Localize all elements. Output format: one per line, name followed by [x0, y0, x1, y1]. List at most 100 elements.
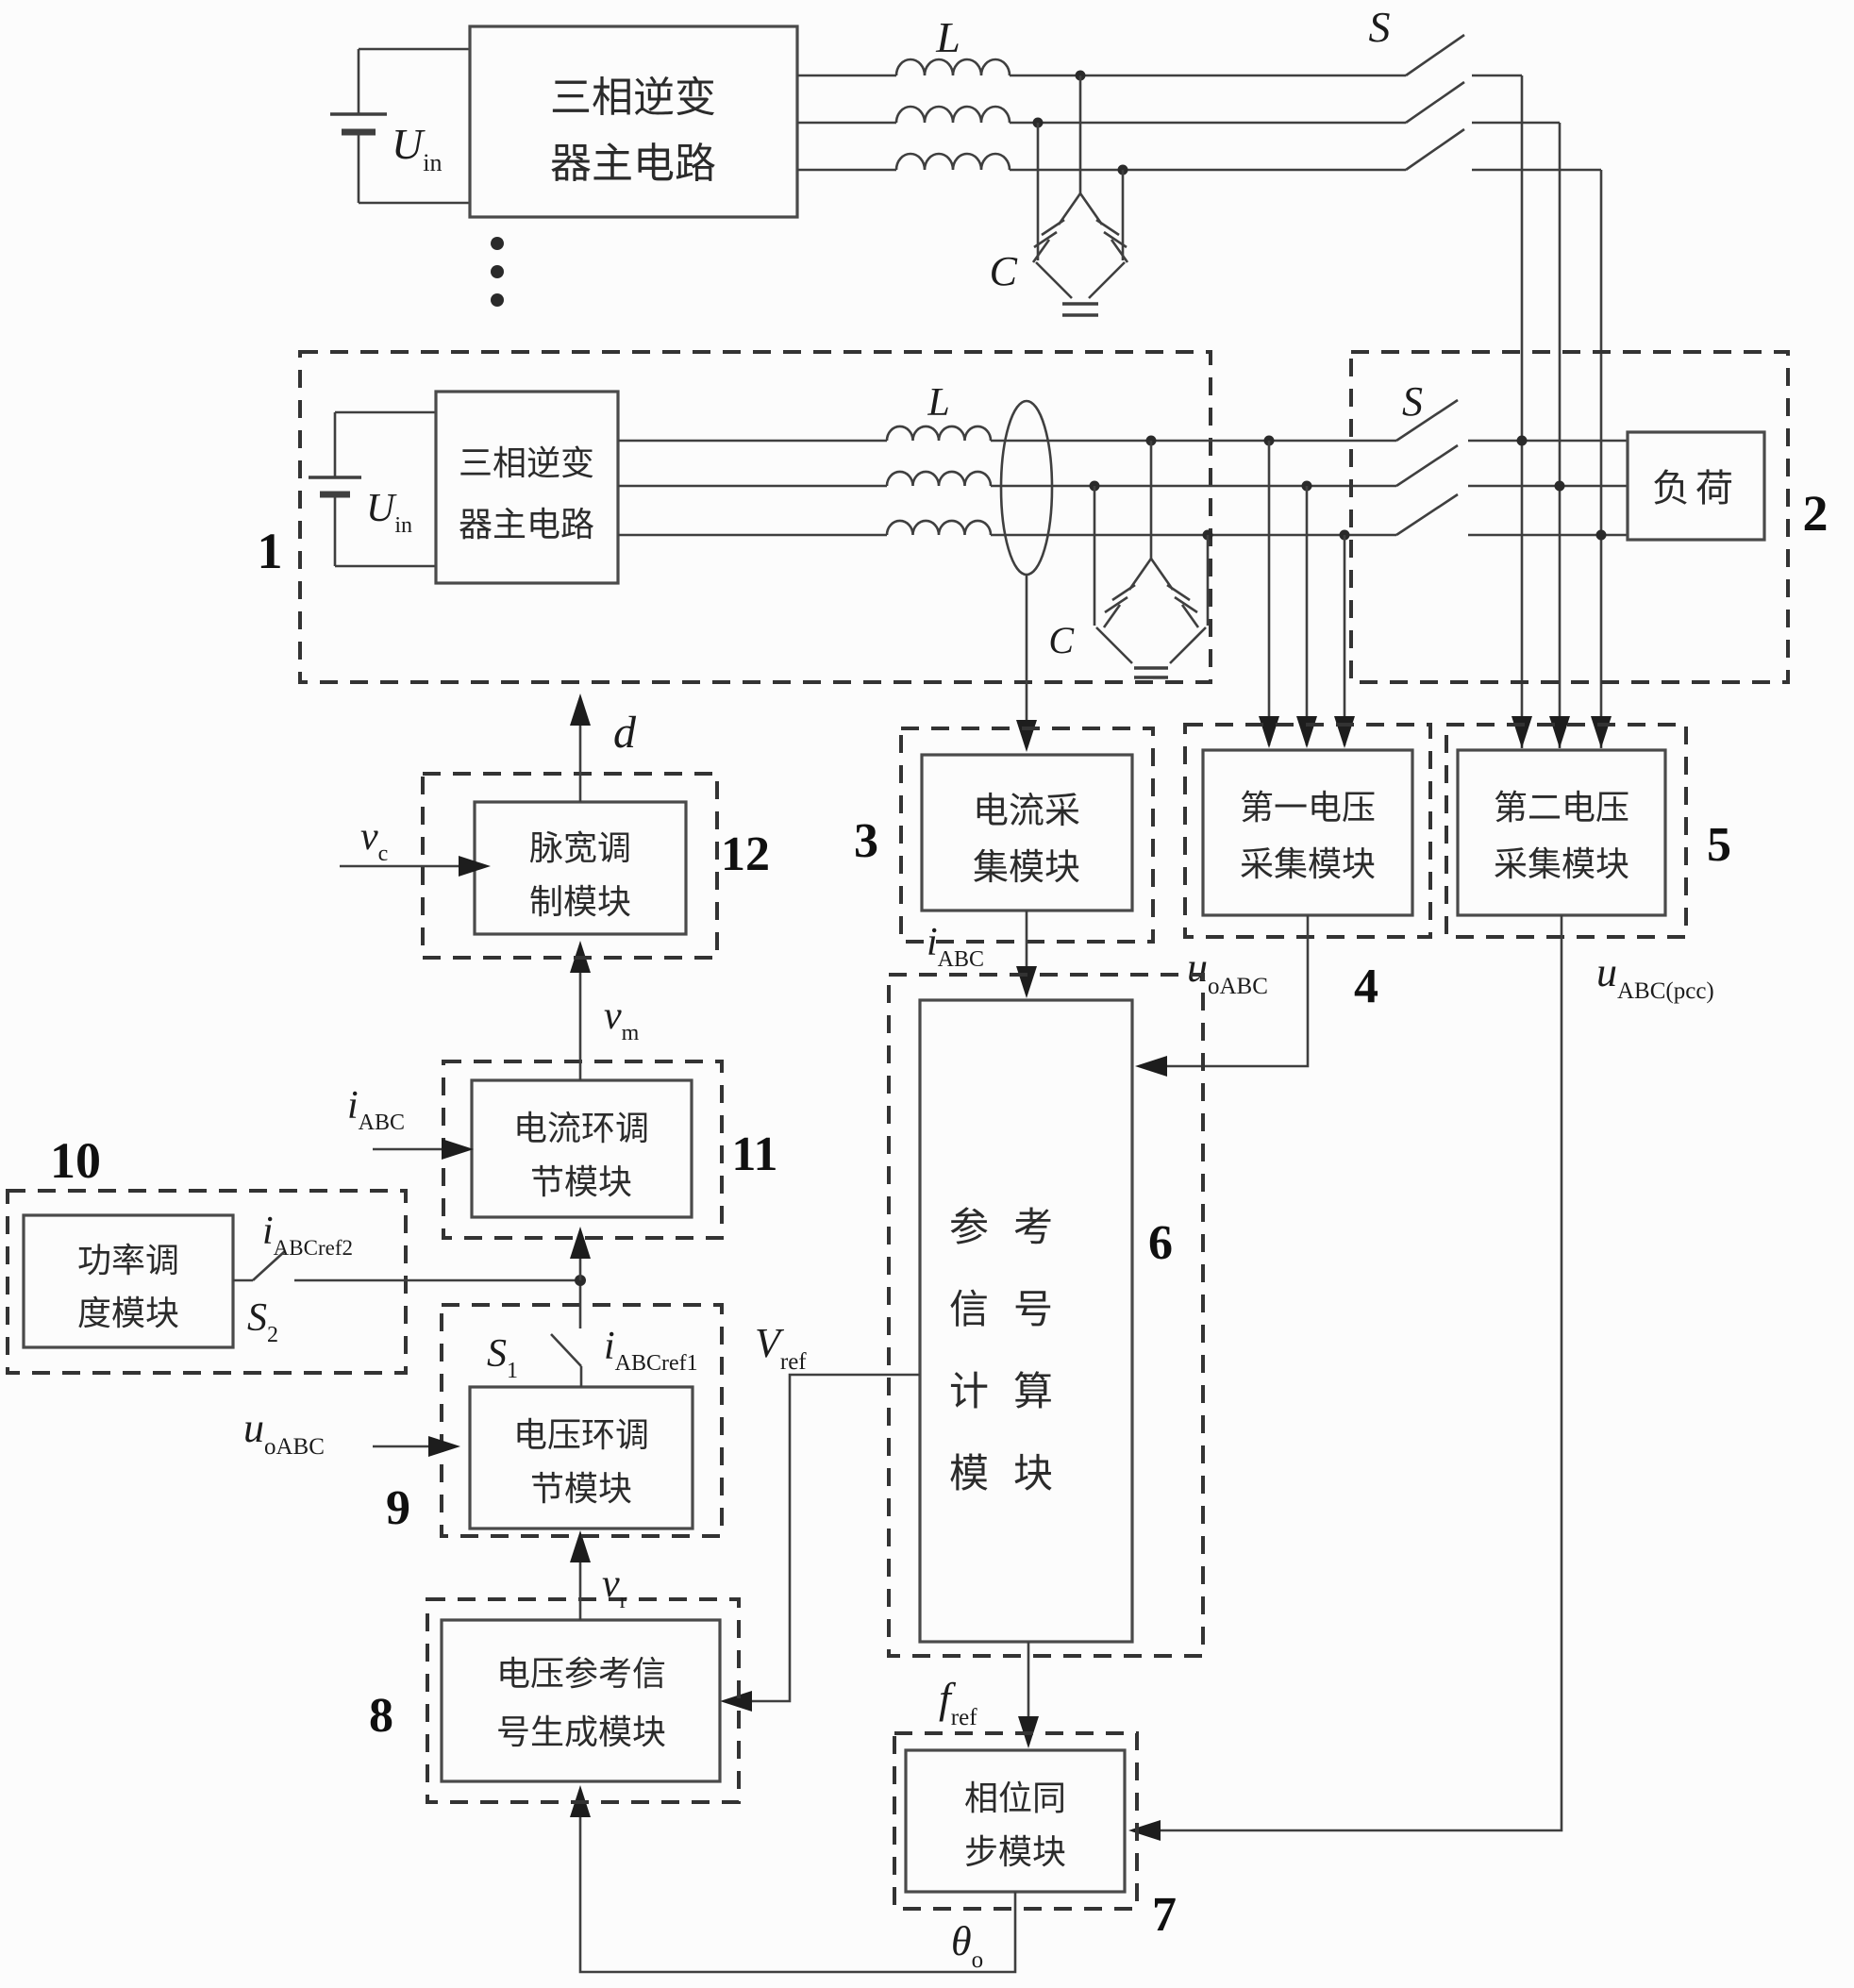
m7-line2: 步模块: [964, 1833, 1066, 1871]
vr-label: vr: [602, 1562, 627, 1613]
m7-number: 7: [1152, 1888, 1177, 1942]
pcc-dot-c: [1596, 530, 1607, 541]
cap-plates-right: [1167, 585, 1197, 612]
m6-line1: 参考: [949, 1206, 1077, 1250]
arrowhead: [1549, 716, 1570, 748]
m5-number: 5: [1707, 818, 1731, 872]
current-sensor-ellipse: [1001, 401, 1052, 575]
s-top-label: S: [1369, 3, 1391, 51]
cap-legs: [1033, 193, 1127, 262]
ellipsis-dot: [491, 265, 504, 278]
cap-vee: [1036, 262, 1125, 298]
inverter-1-line2: 器主电路: [459, 506, 594, 543]
uin-1-label: Uin: [366, 487, 412, 538]
m6-line4: 模块: [949, 1453, 1077, 1496]
iabc-in-label: iABC: [347, 1084, 405, 1135]
load-label: 负荷: [1652, 467, 1739, 510]
cap-bottom-plates: [1062, 304, 1098, 315]
m11-line2: 节模块: [530, 1163, 632, 1201]
arrowhead: [1512, 716, 1532, 748]
m3-line2: 集模块: [973, 848, 1080, 888]
s1-blade: [551, 1334, 581, 1366]
theta-label: θo: [951, 1918, 983, 1973]
m5-line1: 第二电压: [1494, 789, 1629, 827]
arrowhead: [428, 1436, 460, 1457]
m8-box: [442, 1620, 720, 1781]
vc-label: vc: [360, 815, 388, 866]
s-1-label: S: [1402, 378, 1423, 425]
pcc-load-region: 2 S 负荷: [1351, 352, 1829, 682]
ellipsis-dot: [491, 237, 504, 250]
switch-blade-b-top: [1406, 82, 1464, 123]
arrowhead: [1296, 716, 1317, 748]
m4-line1: 第一电压: [1240, 789, 1376, 827]
d-label: d: [613, 708, 637, 758]
inverter-top-box: [470, 26, 797, 217]
cap-legs: [1104, 559, 1198, 627]
m12-line2: 制模块: [529, 883, 631, 921]
m7-line1: 相位同: [964, 1779, 1066, 1817]
vm-label: vm: [604, 994, 640, 1045]
m4-box: [1203, 750, 1412, 915]
l-1-label: L: [927, 381, 949, 425]
box2-number: 2: [1803, 485, 1829, 542]
inverter-1-box: [436, 392, 618, 583]
inductor-a-top: [896, 59, 1010, 75]
m8-line1: 电压参考信: [496, 1655, 666, 1693]
m6-number: 6: [1148, 1216, 1173, 1270]
module-9-voltage-loop: 电压环调 节模块 9 S1 iABCref1 uoABC: [243, 1280, 722, 1536]
module-11-current-loop: 电流环调 节模块 11 iABC vm: [347, 941, 778, 1238]
inverter-top-line2: 器主电路: [550, 141, 716, 187]
uoabc-in-label: uoABC: [243, 1405, 325, 1460]
module-6-reference-signal-calc: 参考 信号 计算 模块 6 Vref fref: [720, 975, 1203, 1748]
l-top-label: L: [935, 13, 960, 61]
arrowhead: [442, 1139, 474, 1160]
iabcref2-label: iABCref2: [262, 1210, 353, 1260]
switch-blade-c-1: [1396, 494, 1458, 535]
module-8-voltage-ref-generation: 电压参考信 号生成模块 8 vr: [369, 1530, 739, 1802]
top-inverter-unit: Uin 三相逆变 器主电路 L S: [330, 3, 1601, 315]
inverter-1-line1: 三相逆变: [459, 444, 594, 482]
switch-blade-a-top: [1406, 35, 1464, 75]
s2-label: S2: [247, 1296, 278, 1347]
arrowhead: [570, 693, 591, 726]
m6-line3: 计算: [949, 1371, 1077, 1414]
inductor-c-top: [896, 154, 1010, 170]
uoabc-out-label: uoABC: [1187, 944, 1268, 999]
fref-label: fref: [939, 1674, 977, 1730]
ellipsis-dot: [491, 293, 504, 307]
cap-stub: [1038, 75, 1123, 260]
arrowhead: [1016, 720, 1037, 752]
m4-number: 4: [1354, 960, 1378, 1013]
arrowhead: [570, 1227, 591, 1259]
m10-line1: 功率调: [77, 1242, 179, 1279]
pcc-dot-b: [1555, 481, 1565, 492]
uin-top-label: Uin: [392, 120, 442, 176]
inductor-b-top: [896, 107, 1010, 123]
inductor-b-1: [887, 472, 991, 486]
m11-line1: 电流环调: [513, 1110, 649, 1147]
arrowhead: [1016, 966, 1037, 998]
inverter-top-line1: 三相逆变: [550, 75, 716, 121]
m4-line2: 采集模块: [1240, 845, 1376, 883]
m9-number: 9: [386, 1481, 410, 1535]
vref-label: Vref: [755, 1320, 807, 1375]
module-4-first-voltage-acquisition: 第一电压 采集模块 4 uoABC: [1135, 716, 1430, 1077]
uabcpcc-out-label: uABC(pcc): [1596, 949, 1714, 1004]
iabc-out-label: iABC: [927, 921, 984, 972]
arrowhead: [1259, 716, 1279, 748]
m10-number: 10: [50, 1132, 101, 1189]
m11-number: 11: [731, 1128, 777, 1181]
m6-line2: 信号: [949, 1289, 1077, 1332]
s1-wire: [580, 1280, 581, 1387]
arrowhead: [1128, 1820, 1161, 1841]
m10-line2: 度模块: [77, 1295, 179, 1332]
m9-line2: 节模块: [530, 1470, 632, 1508]
m8-number: 8: [369, 1689, 393, 1743]
more-units-ellipsis: [491, 237, 504, 307]
arrowhead: [1591, 716, 1612, 748]
m3-line1: 电流采: [973, 792, 1080, 831]
c-1-label: C: [1048, 619, 1075, 661]
